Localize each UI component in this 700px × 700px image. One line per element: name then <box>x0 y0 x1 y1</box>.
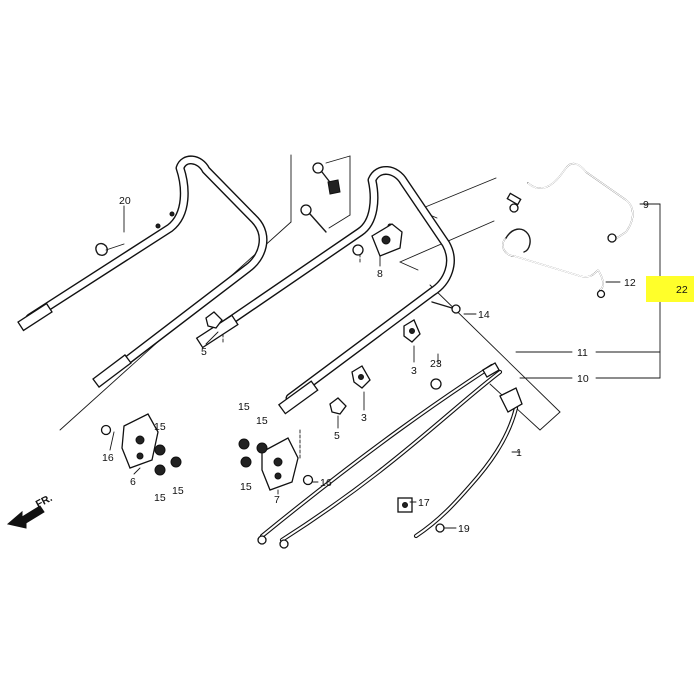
cables <box>257 362 523 549</box>
part-labels: 20 8 9 12 22 14 11 10 23 3 3 5 5 1 17 19… <box>102 195 688 535</box>
label-part-22: 22 <box>676 284 688 296</box>
bolt-14 <box>431 301 461 314</box>
label-part-15f: 15 <box>240 481 252 493</box>
leader-lines <box>109 203 675 529</box>
hinge-bracket-6 <box>100 413 182 476</box>
label-part-15b: 15 <box>154 492 166 504</box>
guide-lines <box>59 154 561 459</box>
label-part-10: 10 <box>577 373 589 385</box>
label-part-16a: 16 <box>102 452 114 464</box>
label-part-17: 17 <box>418 497 430 509</box>
front-arrow-icon <box>6 505 45 529</box>
label-part-1: 1 <box>516 447 522 459</box>
bracket-8 <box>352 223 403 257</box>
label-part-3b: 3 <box>361 412 367 424</box>
label-part-15c: 15 <box>172 485 184 497</box>
highlight-part-22 <box>646 276 694 302</box>
front-direction-indicator: FR. <box>6 492 55 529</box>
label-part-20: 20 <box>119 195 131 207</box>
clip-17 <box>397 497 413 513</box>
bail-fasteners <box>506 192 522 213</box>
label-part-11: 11 <box>577 347 588 359</box>
label-part-5a: 5 <box>201 346 207 358</box>
top-pins <box>300 162 341 233</box>
hinge-bracket-7 <box>238 437 314 491</box>
label-part-15e: 15 <box>256 415 268 427</box>
label-part-3a: 3 <box>411 365 417 377</box>
label-part-16b: 16 <box>320 477 332 489</box>
label-part-23: 23 <box>430 358 442 370</box>
label-part-15a: 15 <box>154 421 166 433</box>
label-part-14: 14 <box>478 309 490 321</box>
control-bail-12 <box>502 228 606 299</box>
label-part-9: 9 <box>643 199 649 211</box>
label-part-19: 19 <box>458 523 470 535</box>
label-part-12: 12 <box>624 277 636 289</box>
label-part-15d: 15 <box>238 401 250 413</box>
label-part-5b: 5 <box>334 430 340 442</box>
label-part-7: 7 <box>274 494 280 506</box>
label-part-8: 8 <box>377 268 383 280</box>
front-direction-label: FR. <box>34 492 55 511</box>
label-part-6: 6 <box>130 476 136 488</box>
lower-handle-left <box>17 155 268 388</box>
control-bail-9 <box>527 162 634 243</box>
knobs <box>205 311 442 415</box>
upper-handle <box>195 166 455 415</box>
bolt-19 <box>435 523 445 533</box>
